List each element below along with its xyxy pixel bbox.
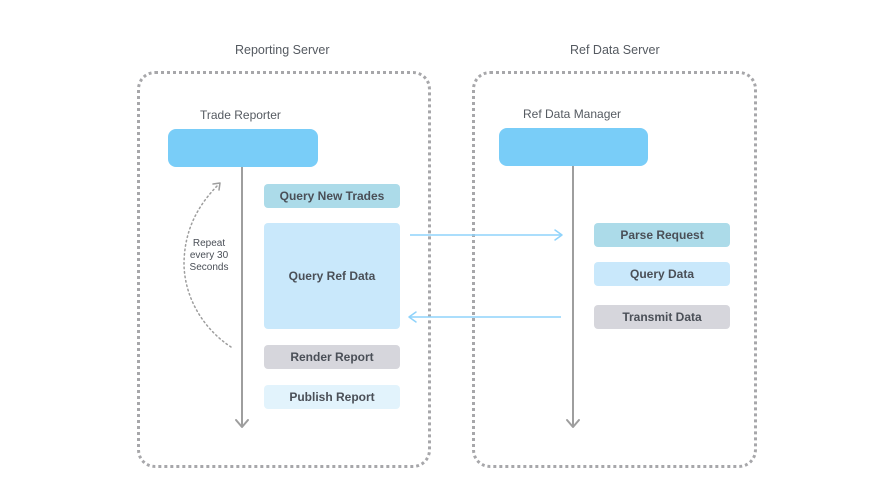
step-query-new-trades: Query New Trades — [264, 184, 400, 208]
ref-data-manager-label: Ref Data Manager — [523, 107, 622, 121]
ref-data-manager-lifeline — [566, 166, 580, 428]
request-arrow — [410, 229, 563, 241]
ref-data-server-group — [472, 71, 757, 468]
trade-reporter-box — [168, 129, 318, 167]
repeat-loop-arrow — [183, 182, 232, 348]
step-transmit-data: Transmit Data — [594, 305, 730, 329]
trade-reporter-lifeline — [235, 167, 249, 428]
repeat-note: Repeat every 30 Seconds — [189, 238, 229, 273]
trade-reporter-label: Trade Reporter — [200, 108, 281, 122]
response-arrow — [408, 311, 561, 323]
reporting-server-group — [137, 71, 431, 468]
step-publish-report: Publish Report — [264, 385, 400, 409]
step-query-data: Query Data — [594, 262, 730, 286]
step-parse-request: Parse Request — [594, 223, 730, 247]
ref-data-server-title: Ref Data Server — [570, 43, 660, 57]
step-render-report: Render Report — [264, 345, 400, 369]
ref-data-manager-box — [499, 128, 648, 166]
step-query-ref-data: Query Ref Data — [264, 223, 400, 329]
reporting-server-title: Reporting Server — [235, 43, 330, 57]
